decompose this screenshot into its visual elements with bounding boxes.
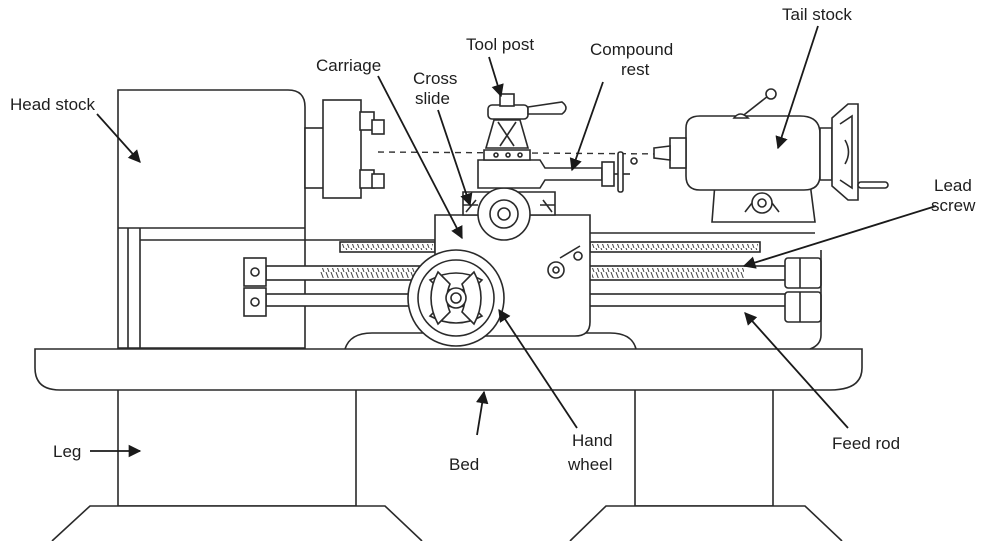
headstock <box>117 89 326 349</box>
leg-right <box>569 387 843 541</box>
label-lead-screw-line1: Lead <box>934 176 972 195</box>
label-compound-rest-line1: Compound <box>590 40 673 59</box>
arrow-head-stock <box>96 113 141 163</box>
bed-shape <box>34 348 863 391</box>
arrow-carriage <box>377 75 463 240</box>
arrow-feed-rod <box>744 312 849 429</box>
leg-left <box>51 387 423 541</box>
arrow-compound-rest <box>569 81 604 172</box>
label-carriage: Carriage <box>316 56 381 75</box>
label-lead-screw-line2: screw <box>931 196 976 215</box>
arrow-hand-wheel <box>498 308 578 429</box>
arrow-bed <box>475 390 489 436</box>
arrow-lead-screw <box>742 205 937 269</box>
label-hand-wheel-line2: wheel <box>567 455 612 474</box>
end-bracket-left <box>243 257 267 317</box>
label-bed: Bed <box>449 455 479 474</box>
arrow-tail-stock <box>775 25 819 150</box>
label-hand-wheel-line1: Hand <box>572 431 613 450</box>
label-cross-slide-line2: slide <box>415 89 450 108</box>
chuck <box>322 99 385 199</box>
label-cross-slide-line1: Cross <box>413 69 457 88</box>
cross-slide-shape <box>462 187 556 241</box>
label-leg: Leg <box>53 442 81 461</box>
label-feed-rod: Feed rod <box>832 434 900 453</box>
label-compound-rest-line2: rest <box>621 60 650 79</box>
arrow-cross-slide <box>437 109 473 207</box>
tool-post-shape <box>483 93 567 161</box>
hand-wheel-shape <box>407 249 505 347</box>
label-head-stock: Head stock <box>10 95 96 114</box>
end-bracket-right <box>784 250 822 350</box>
arrow-tool-post <box>488 56 504 98</box>
label-tail-stock: Tail stock <box>782 5 852 24</box>
label-tool-post: Tool post <box>466 35 534 54</box>
tailstock-shape <box>653 88 889 223</box>
compound-rest-shape <box>477 151 638 193</box>
